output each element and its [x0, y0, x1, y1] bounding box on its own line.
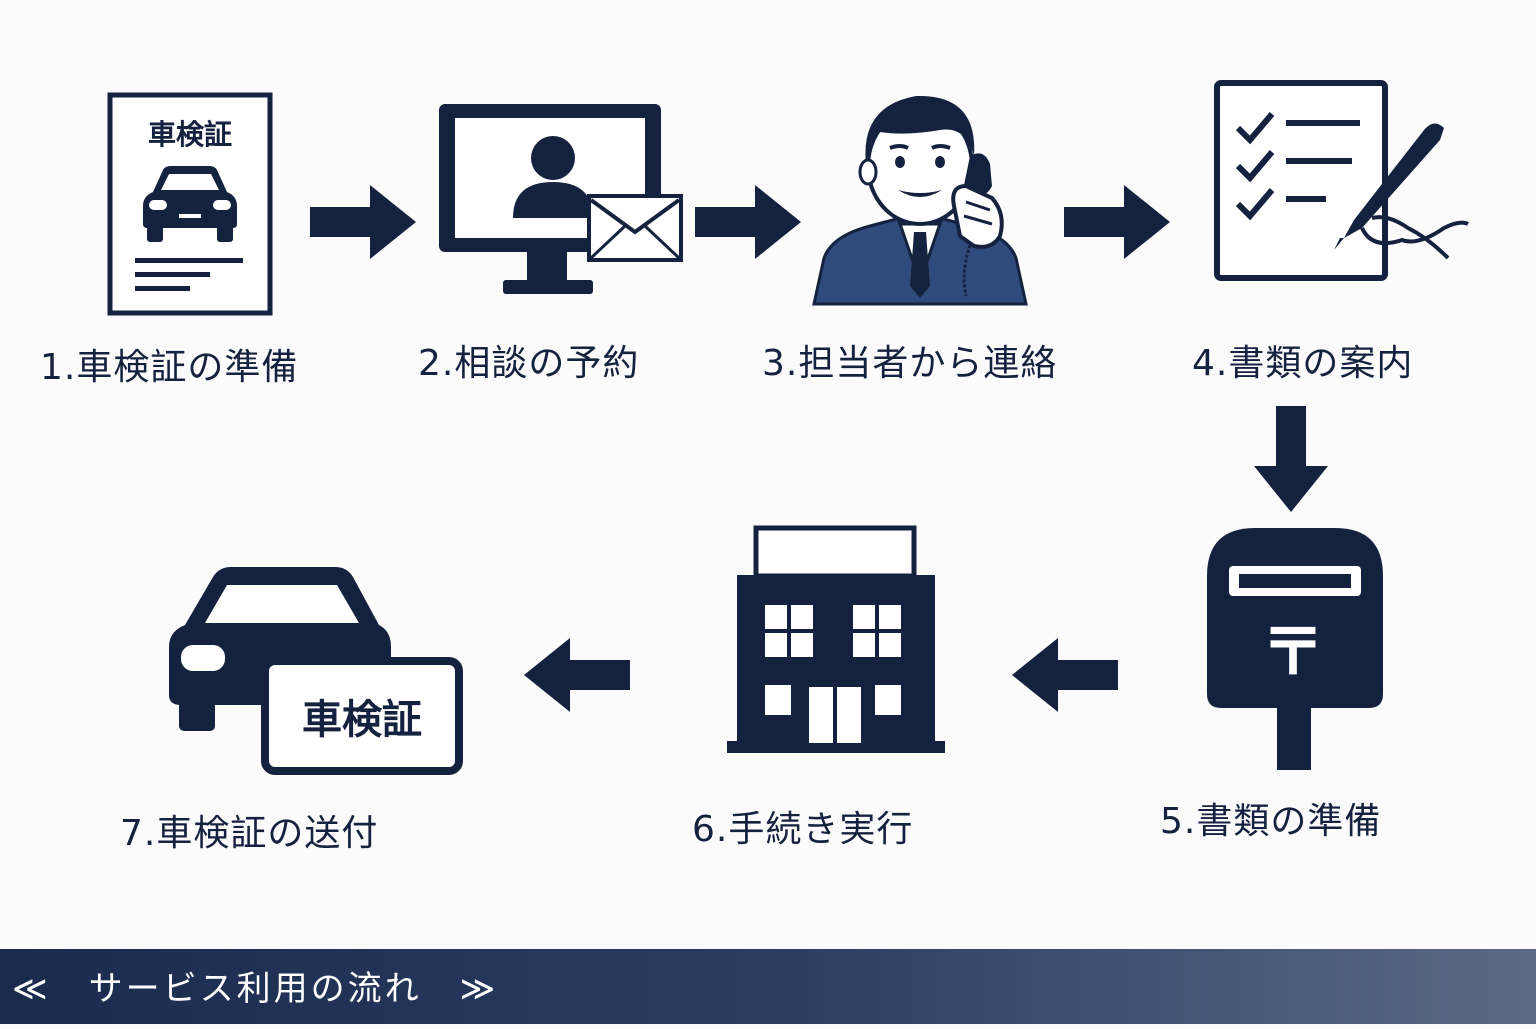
footer-title: サービス利用の流れ [88, 969, 422, 1009]
postbox-icon: 〒 [1207, 528, 1383, 770]
step-5-label: 5.書類の準備 [1160, 801, 1382, 842]
checklist-pen-icon [1214, 80, 1469, 281]
arrow-left-icon [524, 638, 630, 712]
step-2-label: 2.相談の予約 [418, 343, 640, 384]
step-4-label: 4.書類の案内 [1192, 343, 1414, 384]
vehicle-inspection-certificate-icon: 車検証 [107, 92, 273, 316]
arrow-right-icon [310, 185, 416, 259]
office-building-icon [727, 525, 945, 753]
certificate-title: 車検証 [148, 118, 232, 151]
step-7-label: 7.車検証の送付 [120, 813, 379, 854]
arrow-right-icon [695, 185, 801, 259]
right-double-chevron-icon: ≫ [459, 969, 499, 1009]
staff-phone-icon [812, 95, 1028, 306]
car-certificate-icon: 車検証 [169, 567, 463, 775]
arrow-right-icon [1064, 185, 1170, 259]
left-double-chevron-icon: ≪ [12, 969, 51, 1009]
footer-bar: ≪ サービス利用の流れ ≫ [0, 949, 1536, 1024]
step-6-label: 6.手続き実行 [692, 809, 914, 850]
postal-mark: 〒 [1261, 616, 1325, 690]
card-title: 車検証 [302, 697, 422, 743]
monitor-mail-icon [439, 104, 683, 294]
arrow-down-icon [1254, 406, 1328, 512]
step-1-label: 1.車検証の準備 [40, 347, 299, 388]
arrow-left-icon [1012, 638, 1118, 712]
footer-title-row: ≪ サービス利用の流れ ≫ [12, 949, 536, 1024]
step-3-label: 3.担当者から連絡 [762, 343, 1058, 384]
